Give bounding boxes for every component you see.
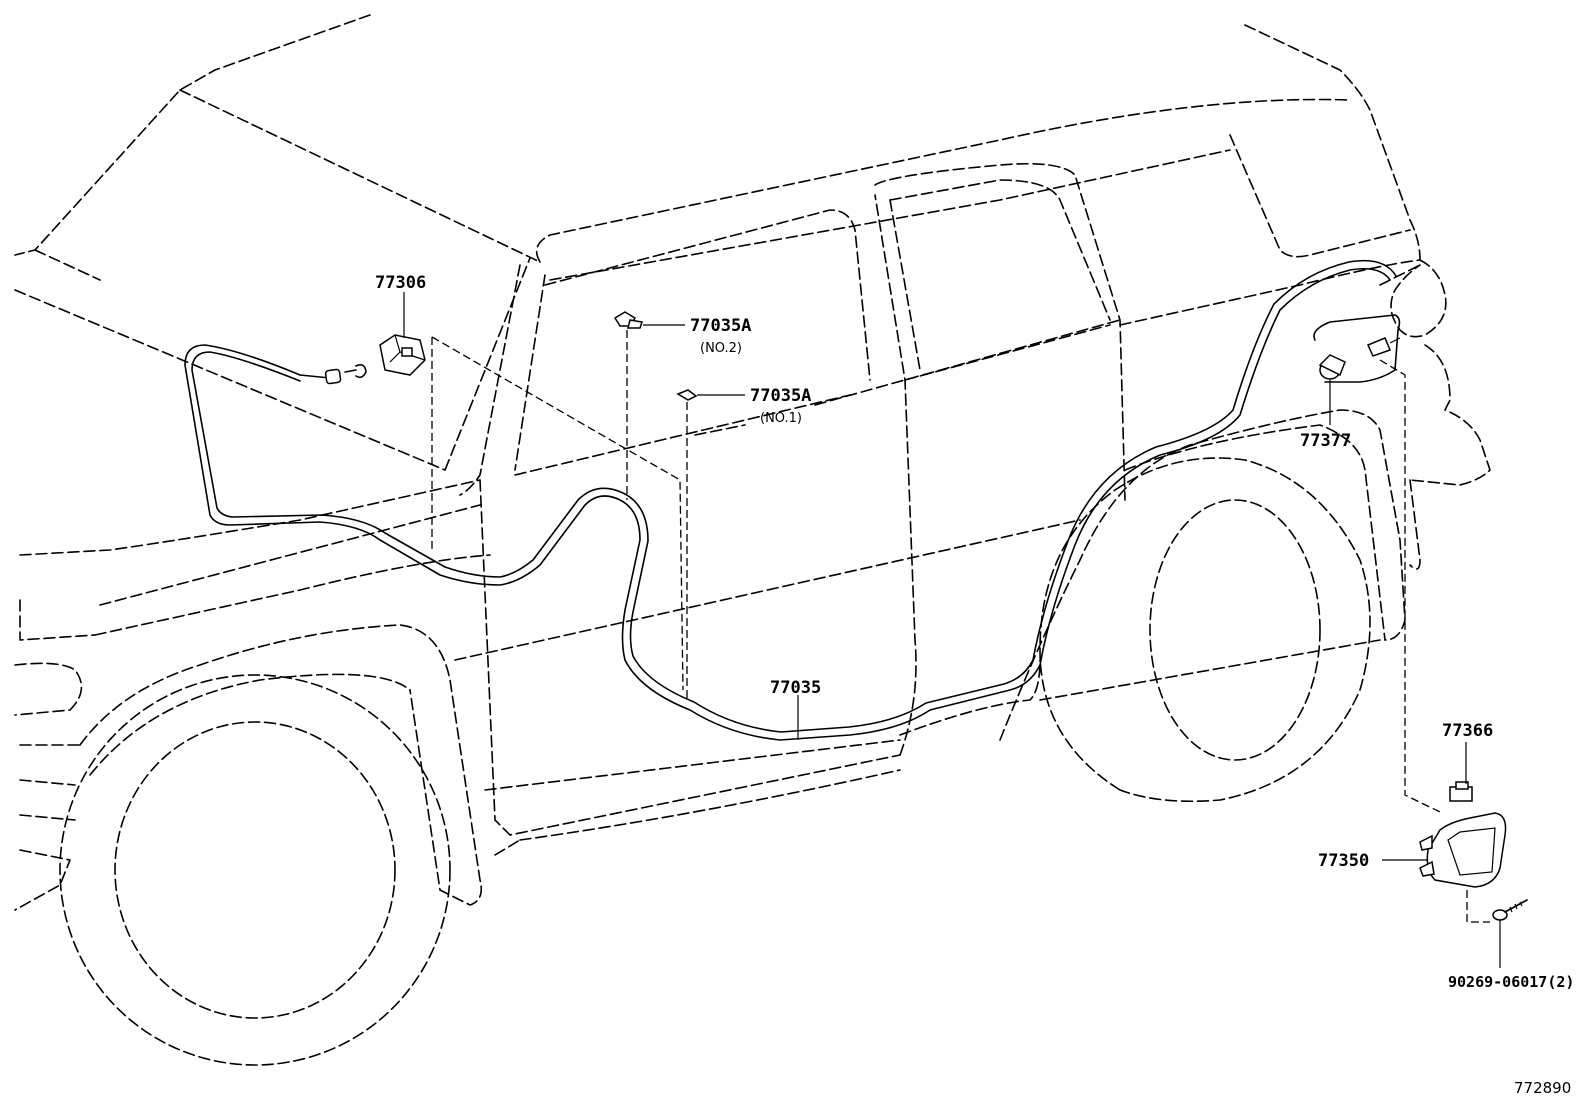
- label-77035: 77035: [770, 678, 821, 698]
- figure-code: 772890: [1514, 1079, 1571, 1097]
- rear-connector: [1366, 337, 1401, 357]
- part-77366-lock[interactable]: [1449, 742, 1473, 802]
- label-77377: 77377: [1300, 431, 1351, 451]
- label-77035a-no2: 77035A: [690, 316, 751, 336]
- wire-harness: [184, 259, 1397, 741]
- label-77306: 77306: [375, 273, 426, 293]
- sublabel-no1: (NO.1): [760, 411, 802, 426]
- label-77035a-no1: 77035A: [750, 386, 811, 406]
- vehicle-outline: [14, 14, 1491, 1066]
- part-77035a-no1-clip[interactable]: [676, 389, 745, 401]
- part-77377-grommet[interactable]: [1318, 354, 1346, 425]
- label-77350: 77350: [1318, 851, 1369, 871]
- sublabel-no2: (NO.2): [700, 341, 742, 356]
- leader-77350-dash: [1466, 890, 1490, 923]
- part-90269-screw[interactable]: [1492, 899, 1528, 968]
- part-77035a-no2-clip[interactable]: [613, 311, 685, 329]
- label-77366: 77366: [1442, 721, 1493, 741]
- leader-fuel-dash: [1379, 359, 1441, 813]
- leader-77306-dash-2: [431, 336, 684, 691]
- part-77350-fuel-lid[interactable]: [1382, 812, 1507, 888]
- label-90269-06017: 90269-06017(2): [1448, 973, 1574, 991]
- part-labels: 77306 77035A (NO.2) 77035A (NO.1) 77035 …: [375, 273, 1574, 1097]
- part-77306-connector[interactable]: [379, 292, 426, 376]
- fuel-door-outline: [1313, 314, 1401, 383]
